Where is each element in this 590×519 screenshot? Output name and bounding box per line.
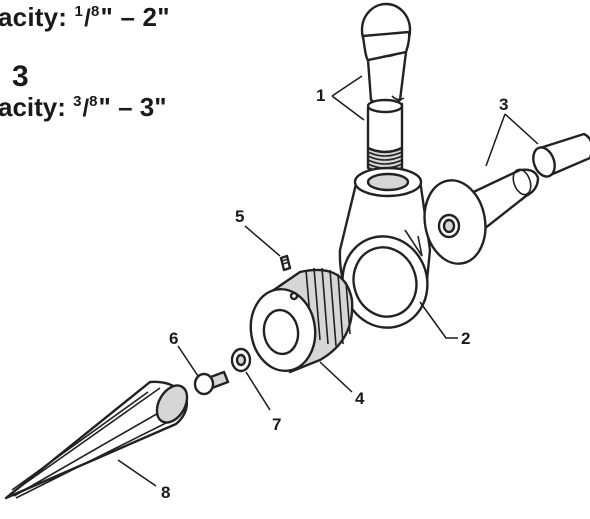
part-4-collar [249, 267, 354, 374]
fraction-slash: / [84, 5, 91, 32]
capacity-fraction-denominator: 8 [89, 93, 98, 110]
part-1-cap-tube [360, 2, 412, 107]
callout-3: 3 [499, 95, 508, 114]
part-3-handle [423, 132, 590, 265]
leader-lines [117, 75, 539, 487]
part-7-washer [230, 347, 252, 373]
callout-6: 6 [169, 329, 178, 348]
part-1-threaded-sleeve [366, 98, 404, 174]
callout-4: 4 [355, 389, 365, 408]
callout-5: 5 [235, 207, 244, 226]
capacity-prefix: acity: [0, 92, 74, 122]
part-5-set-screw [279, 254, 292, 272]
part-2-housing [338, 166, 432, 329]
callout-1: 1 [316, 86, 325, 105]
capacity-caption-2: acity: 3/8" – 3" [0, 92, 167, 123]
callout-7: 7 [272, 415, 281, 434]
fraction-slash: / [82, 95, 90, 122]
capacity-fraction-numerator: 1 [74, 3, 84, 20]
capacity-fraction-numerator: 3 [73, 93, 82, 110]
capacity-caption-1: acity: 1/8" – 2" [0, 2, 170, 33]
callout-8: 8 [161, 483, 170, 502]
callout-2: 2 [461, 329, 470, 348]
capacity-fraction-denominator: 8 [90, 3, 100, 20]
capacity-prefix: acity: [0, 2, 75, 32]
capacity-suffix: " – 2" [100, 2, 170, 32]
part-8-reamer-cone [4, 380, 189, 500]
capacity-suffix: " – 3" [98, 92, 167, 122]
model-number: 3 [12, 60, 29, 93]
part-6-bolt [193, 370, 230, 396]
